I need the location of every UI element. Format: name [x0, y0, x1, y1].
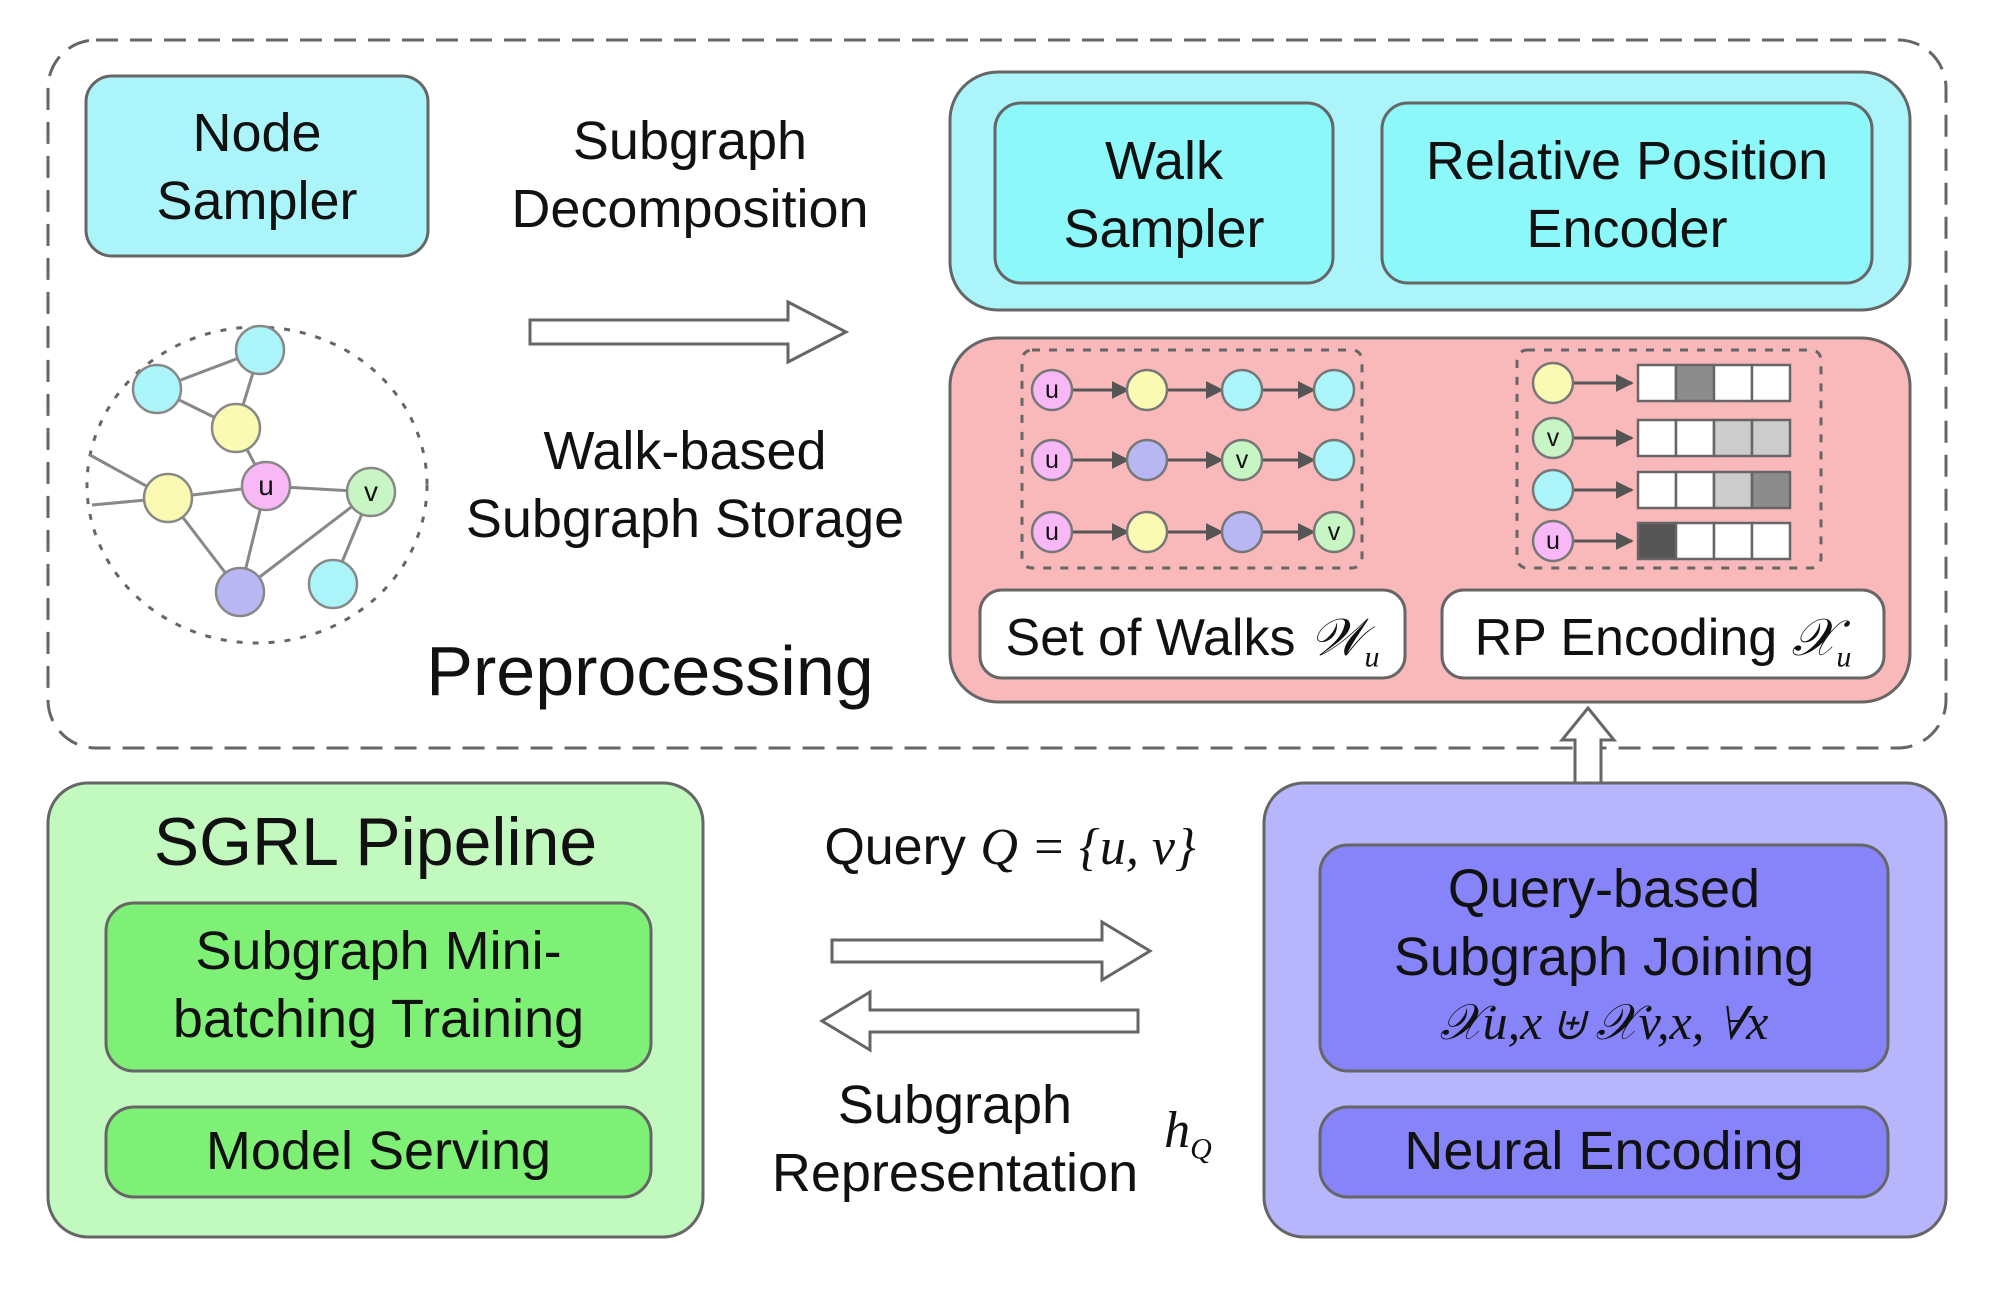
walk-node — [1125, 438, 1169, 482]
graph-node — [234, 324, 286, 376]
serving-box — [104, 1105, 653, 1199]
walk-node — [1220, 368, 1264, 412]
decomposition-arrow — [528, 299, 850, 365]
h-q-symbol: hQ — [1164, 1102, 1212, 1166]
query-arrow — [830, 919, 1153, 983]
graph-node-u — [240, 460, 292, 512]
rp-encoder-label: Relative Position Encoder — [1425, 131, 1829, 259]
walk-label-v: v — [1235, 446, 1249, 474]
graph-node — [214, 566, 266, 618]
rp-encoder-box — [1380, 101, 1874, 285]
rp-dashed-box — [1515, 348, 1823, 570]
walk-node — [1030, 368, 1074, 412]
subgraph-representation-label: Subgraph Representation — [771, 1075, 1139, 1203]
graph-node — [131, 363, 183, 415]
graph-node — [210, 402, 262, 454]
graph-node — [307, 558, 359, 610]
walks-dashed-box — [1020, 348, 1364, 570]
walk-nodes — [1030, 368, 1356, 554]
rp-label-u: u — [1546, 527, 1560, 555]
rp-encoding-label: RP Encoding 𝒳u — [1474, 609, 1852, 674]
set-of-walks-label: Set of Walks 𝒲u — [1005, 609, 1380, 674]
walk-node — [1312, 438, 1356, 482]
joining-label: Query-based Subgraph Joining 𝒳u,x ⊎ 𝒳v,x… — [1393, 859, 1815, 1050]
training-label: Subgraph Mini- batching Training — [172, 921, 585, 1049]
graph-nodes — [131, 324, 397, 618]
walk-node — [1220, 510, 1264, 554]
rp-node — [1531, 519, 1575, 563]
representation-arrow — [819, 989, 1140, 1053]
rp-label-v: v — [1546, 424, 1560, 452]
subgraph-decomposition-label: Subgraph Decomposition — [511, 111, 869, 239]
walk-node — [1312, 510, 1356, 554]
rp-node — [1531, 416, 1575, 460]
node-sampler-label: Node Sampler — [156, 103, 358, 231]
walk-sampler-label: Walk Sampler — [1063, 131, 1265, 259]
walk-node — [1030, 438, 1074, 482]
rp-nodes — [1531, 361, 1575, 563]
walk-rows — [1071, 381, 1316, 541]
rp-node — [1531, 361, 1575, 405]
walk-label-u: u — [1045, 376, 1059, 404]
graph-node — [142, 472, 194, 524]
sgrl-title: SGRL Pipeline — [153, 804, 598, 880]
rp-encoding-box — [1440, 588, 1886, 680]
walk-node — [1030, 510, 1074, 554]
graph-label-v: v — [364, 476, 378, 507]
graph-node-v — [345, 466, 397, 518]
walk-node — [1125, 510, 1169, 554]
node-sampler-box — [84, 74, 430, 258]
rp-vectors — [1636, 363, 1792, 561]
walk-sampler-box — [993, 101, 1335, 285]
joining-box — [1318, 843, 1890, 1073]
walk-node — [1125, 368, 1169, 412]
walk-node — [1220, 438, 1264, 482]
rp-node — [1531, 468, 1575, 512]
neural-encoding-label: Neural Encoding — [1404, 1121, 1804, 1181]
preprocessing-title: Preprocessing — [426, 632, 874, 710]
walk-storage-label: Walk-based Subgraph Storage — [465, 421, 905, 549]
walk-label-v: v — [1327, 518, 1341, 546]
neural-encoding-box — [1318, 1105, 1890, 1199]
preprocessing-region — [46, 38, 1948, 750]
walk-label-u: u — [1045, 518, 1059, 546]
walk-label-u: u — [1045, 446, 1059, 474]
training-box — [104, 901, 653, 1073]
set-of-walks-box — [978, 588, 1407, 680]
graph-label-u: u — [258, 470, 274, 501]
query-label: Query Q = {u, v} — [824, 818, 1196, 876]
walk-node — [1312, 368, 1356, 412]
rp-rows — [1572, 374, 1634, 550]
serving-label: Model Serving — [205, 1121, 552, 1181]
